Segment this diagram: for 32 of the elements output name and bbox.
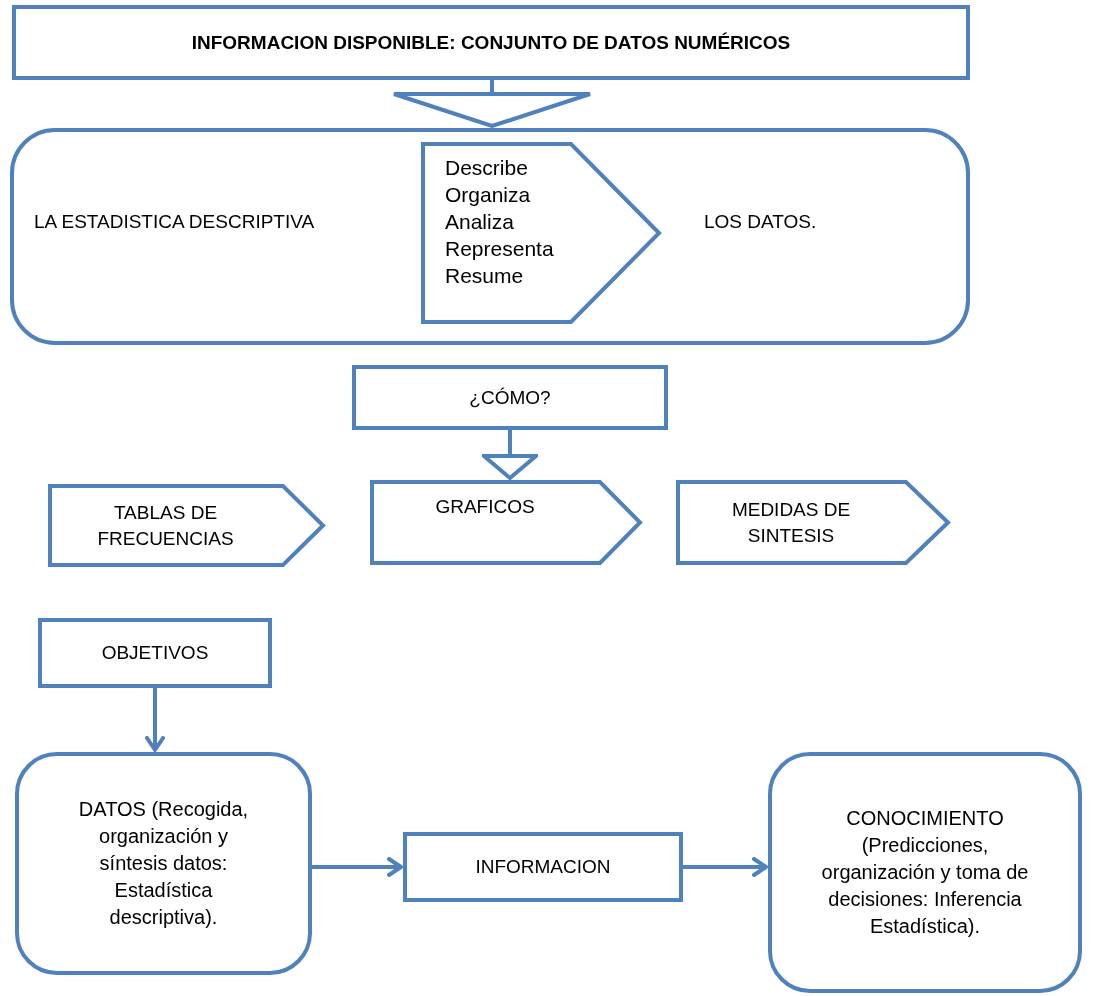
- rounded-box: [10, 128, 970, 345]
- node-text: DATOS (Recogida, organización y síntesis datos: Estadística descriptiva).: [77, 797, 250, 930]
- process-box: [12, 5, 970, 80]
- node-text: INFORMACION DISPONIBLE: CONJUNTO DE DATOS NUMÉRICOS: [191, 30, 791, 55]
- rounded-box: [15, 752, 312, 975]
- process-box: [403, 832, 683, 902]
- node-text: OBJETIVOS: [101, 641, 209, 666]
- arrow: [312, 857, 403, 877]
- node-text: Organiza: [445, 182, 531, 208]
- process-box: [352, 365, 668, 430]
- node-text: ¿CÓMO?: [469, 385, 551, 410]
- node-text: Resume: [445, 263, 524, 289]
- node-text: LOS DATOS.: [704, 210, 817, 235]
- pentagon-arrow-box: [48, 484, 325, 567]
- block-arrow: [482, 430, 538, 480]
- node-text: Describe: [445, 155, 528, 181]
- arrow: [145, 688, 165, 752]
- pentagon-arrow-box: [676, 480, 950, 565]
- node-text: LA ESTADISTICA DESCRIPTIVA: [34, 210, 315, 235]
- rounded-box: [768, 752, 1082, 993]
- block-arrow: [392, 80, 592, 128]
- node-text: Analiza: [445, 209, 514, 235]
- node-text: Representa: [445, 236, 554, 262]
- pentagon-arrow-box: [421, 142, 661, 324]
- arrow: [683, 857, 768, 877]
- node-text: GRAFICOS: [435, 495, 535, 519]
- node-text: INFORMACION: [475, 855, 611, 880]
- node-text: MEDIDAS DE SINTESIS: [730, 497, 852, 548]
- process-box: [38, 618, 272, 688]
- node-text: TABLAS DE FRECUENCIAS: [96, 500, 235, 551]
- node-text: CONOCIMIENTO (Predicciones, organización y toma de decisiones: Inferencia Estadística).: [820, 806, 1030, 939]
- pentagon-arrow-box: [370, 480, 642, 565]
